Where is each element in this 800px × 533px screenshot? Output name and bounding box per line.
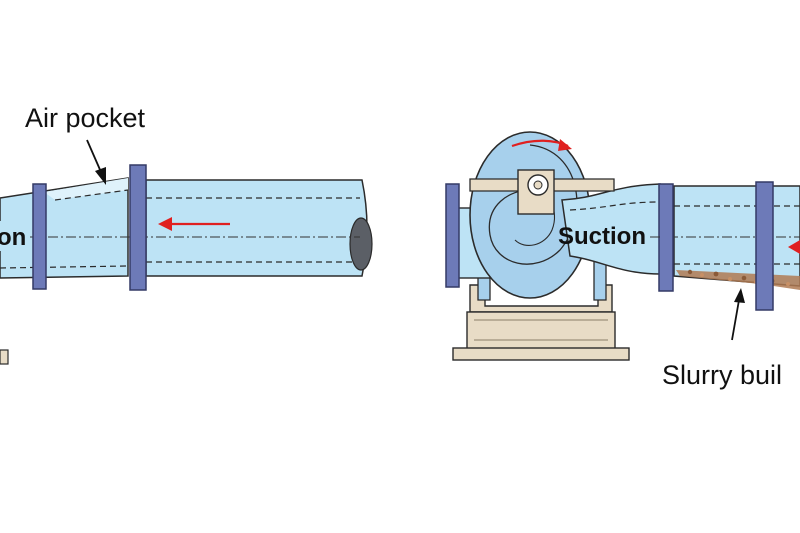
air-pocket-label: Air pocket xyxy=(25,103,146,133)
right-assembly: Suction Slurry buil xyxy=(445,131,800,390)
pump-outlet-flange xyxy=(445,183,460,288)
air-pocket-region xyxy=(44,178,128,200)
right-flange-2 xyxy=(755,181,774,311)
suction-left-label: on xyxy=(0,224,26,251)
left-reducer-pipe xyxy=(0,177,129,279)
right-flange-1 xyxy=(658,183,674,292)
right-flow-arrow-icon xyxy=(788,240,800,254)
slurry-pointer xyxy=(731,288,745,341)
left-big-flange xyxy=(129,164,147,291)
pump-shaft-clamp xyxy=(469,169,615,215)
suction-right-label: Suction xyxy=(558,223,646,250)
left-flow-arrow-icon xyxy=(158,217,230,231)
pump-rotation-arrow-icon xyxy=(511,139,572,151)
slurry-label: Slurry buil xyxy=(662,360,782,390)
left-base-fragment xyxy=(0,349,9,365)
left-assembly: Air pocket on xyxy=(0,103,373,365)
left-small-flange xyxy=(32,183,47,290)
right-suction-dash-top xyxy=(569,201,661,211)
suction-left-label-bg xyxy=(0,221,22,251)
left-reducer-dash-top xyxy=(54,189,129,201)
left-reducer-dash-bottom xyxy=(0,265,129,269)
left-pipe-open-end xyxy=(349,217,373,271)
pump-volute-spiral xyxy=(488,144,578,265)
air-pocket-pointer xyxy=(86,139,106,185)
